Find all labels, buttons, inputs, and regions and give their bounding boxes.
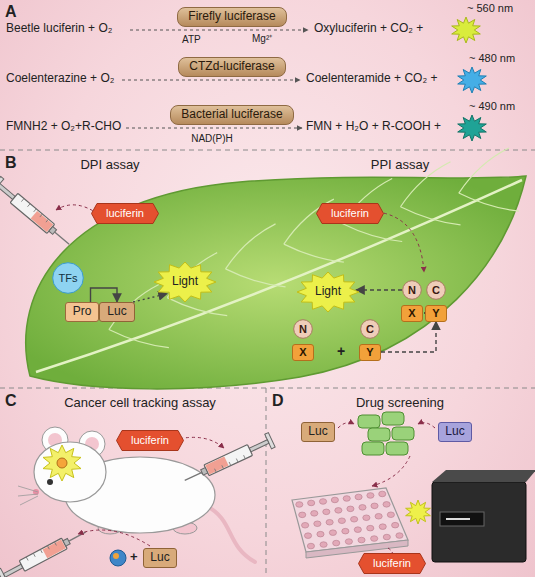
reporter-box: Luc (301, 422, 335, 442)
node-text: Luc (308, 425, 327, 439)
node-text: N (408, 284, 416, 297)
node-text: Pro (73, 305, 92, 319)
label-text: ATP (182, 34, 201, 46)
node-text: luciferin (106, 207, 144, 220)
substrate-tag: luciferin (91, 203, 159, 224)
node-text: CTZd-luciferase (189, 60, 274, 74)
node-text: Luc (150, 551, 169, 565)
substrate-tag: luciferin (116, 430, 184, 451)
connector-arrow (133, 294, 167, 302)
label-text: FMNH2 + O₂+R-CHO (6, 120, 121, 134)
luc-fragment: N (402, 280, 422, 300)
protein-box: X (292, 344, 314, 361)
label-text: PPI assay (371, 158, 430, 173)
label-text: Mg²⁺ (252, 33, 272, 45)
label-text: Oxyluciferin + CO₂ + (314, 22, 423, 36)
connector-arrow (356, 289, 402, 290)
node-text: luciferin (373, 557, 411, 570)
node-text: C (432, 284, 440, 297)
label-text: ~ 490 nm (469, 100, 515, 113)
node-text: Light (315, 285, 341, 299)
protein-box: X (401, 305, 423, 322)
panel-letter: B (5, 154, 17, 172)
node-text: Y (432, 307, 439, 320)
substrate-tag: luciferin (316, 203, 384, 224)
label-text: Cancer cell tracking assay (64, 396, 216, 411)
label-text: FMN + H₂O + R-COOH + (306, 120, 441, 134)
luc-fragment: C (426, 280, 446, 300)
label-text: Coelenterazine + O₂ (6, 72, 114, 86)
label-text: DPI assay (80, 158, 139, 173)
protein-box: Y (359, 344, 381, 361)
node-text: Luc (445, 425, 464, 439)
enzyme-bar: Bacterial luciferase (170, 105, 294, 125)
reporter-box: Luc (438, 422, 472, 442)
luc-fragment: C (360, 319, 380, 339)
tumor-glow (43, 445, 81, 481)
node-text: luciferin (131, 434, 169, 447)
label-text: Drug screening (356, 396, 444, 411)
enzyme-bar: Firefly luciferase (177, 7, 287, 27)
light-burst: Light (153, 261, 217, 303)
protein-box: Y (425, 305, 447, 322)
node-text: N (299, 323, 307, 336)
label-text: Beetle luciferin + O₂ (6, 22, 112, 36)
light-burst: Light (296, 271, 360, 313)
node-text: TFs (59, 272, 78, 285)
panel-letter: D (272, 392, 284, 410)
label-text: ~ 480 nm (469, 52, 515, 65)
node-text: Bacterial luciferase (181, 108, 282, 122)
node-text: Light (172, 275, 198, 289)
label-text: Coelenteramide + CO₂ + (306, 72, 437, 86)
node-text: X (299, 346, 306, 359)
reporter-box: Luc (99, 302, 135, 322)
node-text: Luc (107, 305, 126, 319)
connector-arrow (91, 288, 118, 302)
light-burst (458, 67, 487, 93)
panel-letter: A (5, 3, 17, 21)
label-text: + (337, 343, 345, 359)
node-text: Y (366, 346, 373, 359)
light-burst (458, 115, 487, 141)
panel-letter: C (5, 392, 17, 410)
node-text: luciferin (331, 207, 369, 220)
node-text: X (408, 307, 415, 320)
node-text: Firefly luciferase (188, 10, 275, 24)
label-text: ~ 560 nm (467, 2, 513, 15)
node-text: C (366, 323, 374, 336)
reporter-box: Luc (143, 548, 177, 568)
label-text: NAD(P)H (191, 133, 233, 145)
connector-arrow (381, 322, 436, 353)
light-burst (406, 500, 431, 524)
label-text: + (130, 550, 138, 565)
promoter-box: Pro (65, 302, 99, 322)
substrate-tag: luciferin (358, 553, 426, 574)
enzyme-bar: CTZd-luciferase (178, 57, 286, 77)
luc-fragment: N (293, 319, 313, 339)
light-burst (452, 17, 481, 43)
transcription-factor: TFs (52, 262, 84, 294)
